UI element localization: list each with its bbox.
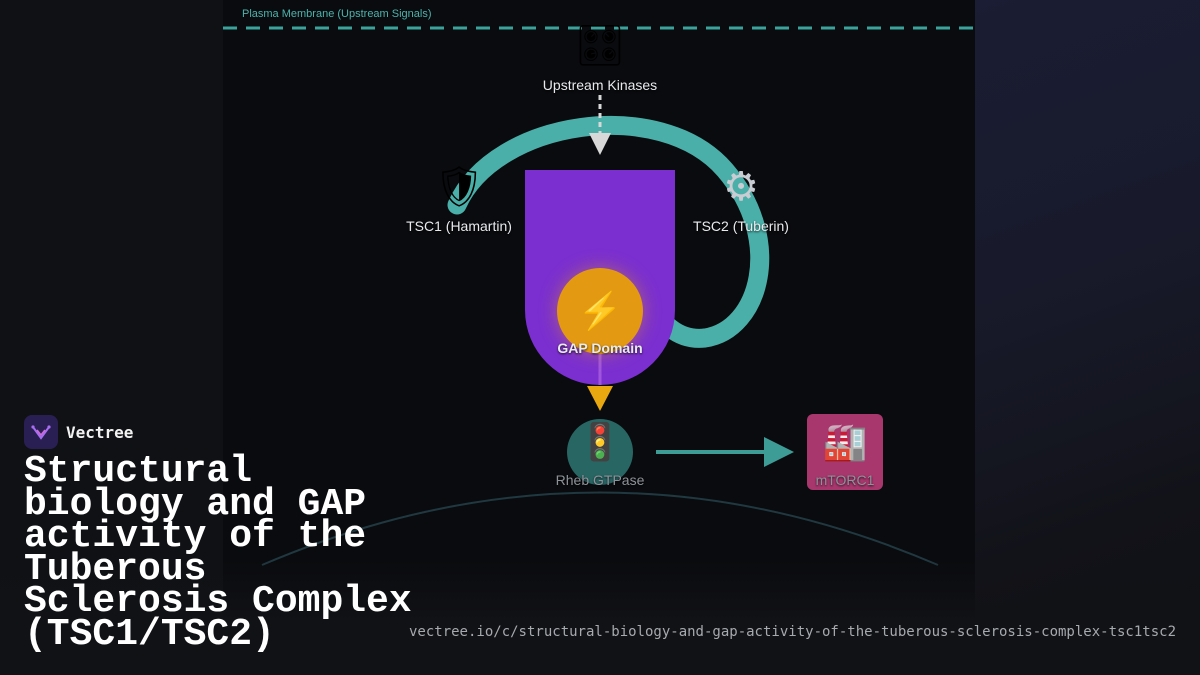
gear-icon: ⚙ — [723, 164, 759, 210]
vectree-logo-icon — [24, 415, 58, 449]
tsc1-label: TSC1 (Hamartin) — [406, 218, 512, 234]
gap-arrow-head — [587, 386, 613, 411]
membrane-label: Plasma Membrane (Upstream Signals) — [242, 8, 432, 20]
upstream-arrow-head — [589, 133, 611, 155]
factory-icon: 🏭 — [822, 422, 868, 463]
gap-domain-label: GAP Domain — [557, 340, 643, 356]
page-title: Structural biology and GAP activity of t… — [24, 450, 412, 656]
bottom-fade — [0, 560, 1200, 675]
upstream-kinases-label: Upstream Kinases — [542, 77, 658, 93]
rheb-label: Rheb GTPase — [555, 472, 645, 488]
brand: Vectree — [24, 415, 133, 449]
shield-icon: 🛡 — [433, 164, 485, 210]
control-knobs-icon: 🎛 — [574, 23, 626, 69]
page-url[interactable]: vectree.io/c/structural-biology-and-gap-… — [408, 624, 1176, 640]
mtorc1-node — [807, 414, 883, 490]
mtorc1-label: mTORC1 — [815, 472, 875, 488]
gap-domain-circle — [557, 268, 643, 354]
brand-name: Vectree — [66, 422, 134, 442]
tsc2-label: TSC2 (Tuberin) — [693, 218, 789, 234]
traffic-light-icon: 🚦 — [577, 422, 623, 463]
tsc-complex-ring — [447, 115, 770, 348]
rheb-to-mtorc1-head — [764, 437, 794, 467]
lightning-icon: ⚡ — [577, 290, 623, 331]
rheb-node — [567, 419, 633, 485]
ground-arc — [261, 491, 939, 566]
